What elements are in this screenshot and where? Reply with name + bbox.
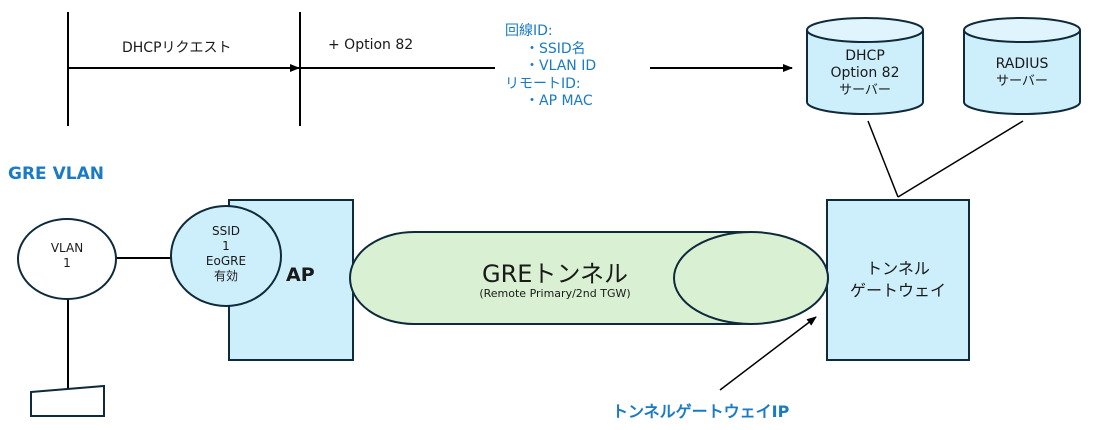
radius-server-cylinder	[963, 17, 1081, 115]
vlan-label-line: VLAN	[50, 241, 84, 255]
radius-server-line: サーバー	[996, 74, 1048, 89]
circuit-id-label: 回線ID:	[505, 23, 553, 39]
vlan-id-item: ・VLAN ID	[525, 58, 597, 74]
dhcp-server-label: DHCP Option 82 サーバー	[807, 48, 923, 99]
dhcp-gateway-link	[867, 120, 899, 198]
gre-tunnel-title: GREトンネル	[482, 260, 628, 288]
gateway-label-line: トンネル	[866, 259, 930, 278]
section-title: GRE VLAN	[8, 164, 104, 184]
dhcp-request-label: DHCPリクエスト	[122, 40, 232, 56]
ssid-label-line: 1	[222, 239, 230, 253]
dhcp-server-cylinder	[806, 17, 924, 115]
ssid-label-line: 有効	[213, 269, 238, 283]
option82-label: + Option 82	[328, 37, 414, 53]
gateway-ip-label: トンネルゲートウェイIP	[612, 402, 790, 421]
gateway-ip-arrow	[719, 316, 817, 391]
ssid-circle	[170, 205, 282, 307]
gre-tunnel-shape	[349, 231, 829, 325]
remote-id-label: リモートID:	[505, 75, 581, 92]
ap-mac-item: ・AP MAC	[525, 93, 593, 109]
client-device-icon	[30, 384, 105, 417]
gre-tunnel-subtitle: (Remote Primary/2nd TGW)	[479, 287, 631, 300]
radius-server-label: RADIUS サーバー	[964, 56, 1080, 90]
ap-label: AP	[286, 264, 315, 286]
radius-server-line: RADIUS	[995, 56, 1049, 72]
vlan-label-line: 1	[63, 256, 71, 270]
ssid-label-line: SSID	[211, 224, 240, 238]
gateway-label-line: ゲートウェイ	[849, 281, 946, 300]
ssid-name-item: ・SSID名	[525, 40, 586, 57]
option82-info: 回線ID: ・SSID名 ・VLAN ID リモートID: ・AP MAC	[505, 23, 596, 111]
radius-gateway-link	[897, 120, 1024, 198]
vlan-label: VLAN 1	[18, 241, 116, 271]
ssid-label-line: EoGRE	[205, 254, 247, 268]
vlan-circle	[17, 218, 117, 300]
gateway-label: トンネル ゲートウェイ	[827, 258, 969, 302]
gateway-box	[826, 199, 970, 361]
dhcp-server-line: DHCP	[845, 48, 885, 64]
ssid-label: SSID 1 EoGRE 有効	[171, 224, 281, 284]
dhcp-server-line: サーバー	[839, 83, 891, 98]
dhcp-server-line: Option 82	[830, 65, 900, 81]
